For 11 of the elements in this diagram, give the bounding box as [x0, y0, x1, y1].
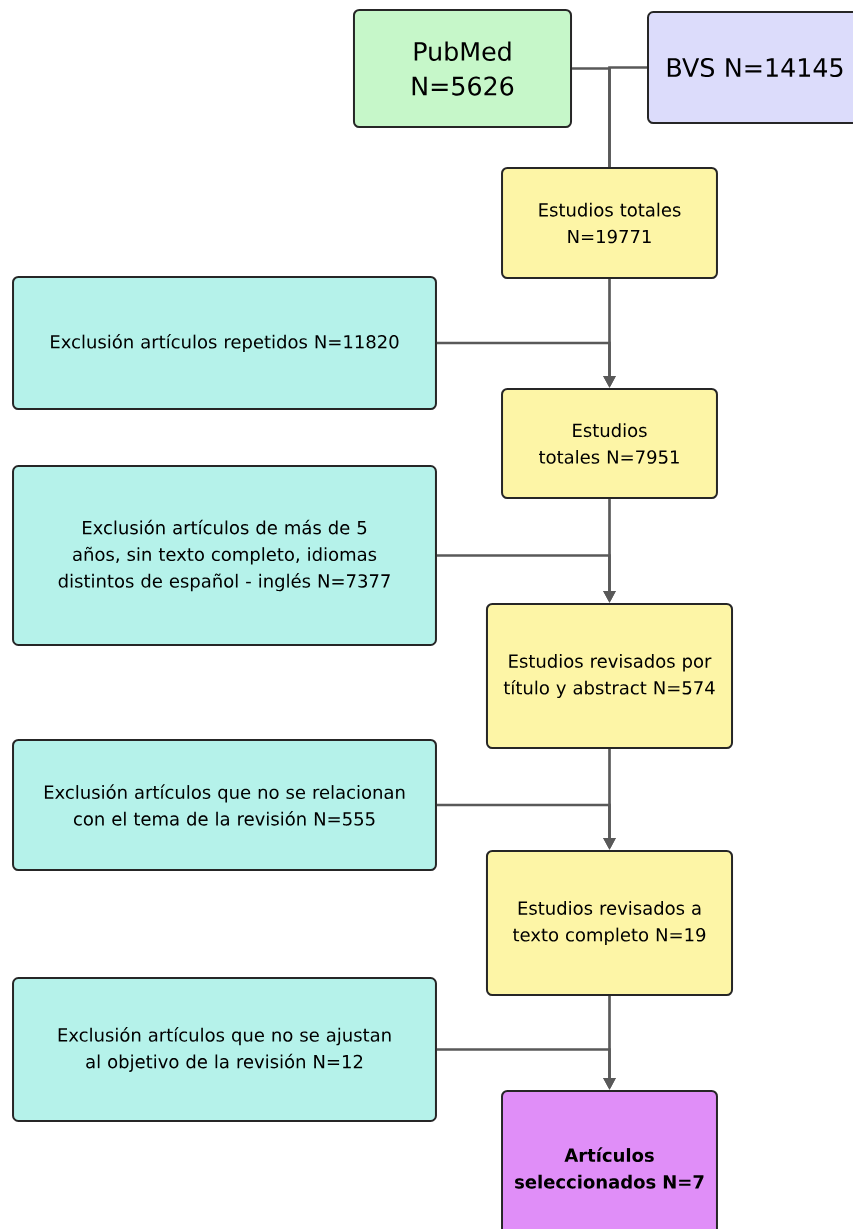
- exclusion-box: Exclusión artículos repetidos N=11820: [12, 276, 437, 410]
- result-box: Artículos seleccionados N=7: [501, 1090, 718, 1229]
- process-box: Estudios totales N=7951: [501, 388, 718, 500]
- process-box: Estudios revisados por título y abstract N=574: [485, 603, 734, 749]
- exclusion-box: Exclusión artículos de más de 5 años, sin texto completo, idiomas distintos de español - inglés N=7377: [12, 465, 437, 646]
- process-box: Estudios revisados a texto completo N=19: [485, 850, 734, 996]
- process-box: Estudios totales N=19771: [501, 167, 718, 279]
- exclusion-box: Exclusión artículos que no se relacionan con el tema de la revisión N=555: [12, 739, 437, 871]
- source-box: BVS N=14145: [647, 11, 853, 124]
- source-box: PubMed N=5626: [352, 9, 573, 129]
- exclusion-box: Exclusión artículos que no se ajustan al objetivo de la revisión N=12: [12, 977, 437, 1122]
